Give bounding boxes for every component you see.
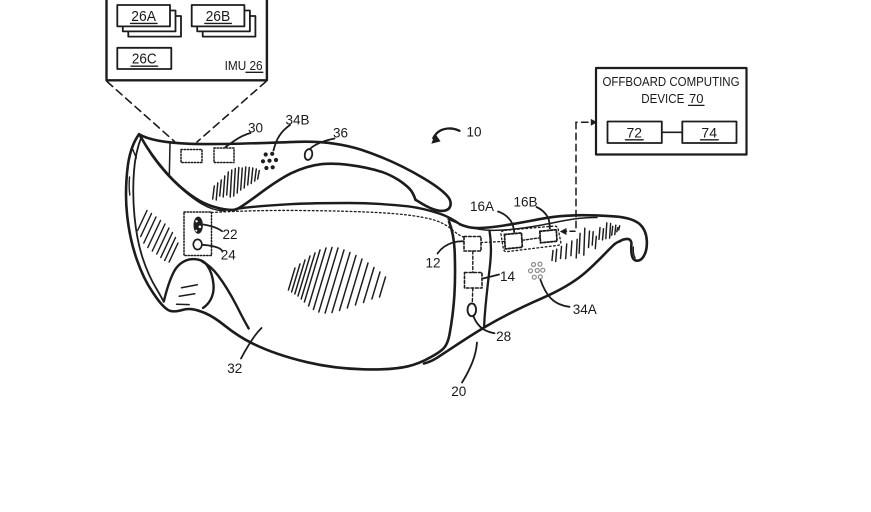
svg-text:20: 20: [451, 384, 466, 399]
svg-text:10: 10: [466, 125, 481, 140]
svg-text:34A: 34A: [573, 302, 597, 317]
svg-text:36: 36: [333, 126, 348, 141]
svg-text:OFFBOARD COMPUTING: OFFBOARD COMPUTING: [603, 75, 740, 89]
svg-text:26A: 26A: [131, 8, 156, 25]
svg-text:34B: 34B: [285, 112, 309, 127]
svg-text:72: 72: [627, 124, 643, 140]
svg-text:IMU 26: IMU 26: [225, 58, 263, 73]
svg-text:26B: 26B: [206, 8, 231, 25]
svg-text:DEVICE: DEVICE: [641, 92, 684, 106]
svg-text:16B: 16B: [513, 195, 537, 210]
svg-text:74: 74: [701, 124, 717, 140]
svg-text:24: 24: [221, 248, 237, 263]
svg-text:12: 12: [425, 256, 440, 271]
svg-text:22: 22: [222, 227, 237, 242]
svg-text:14: 14: [500, 269, 516, 284]
svg-text:70: 70: [689, 92, 704, 106]
svg-text:16A: 16A: [470, 199, 494, 214]
svg-text:30: 30: [248, 121, 263, 136]
svg-text:28: 28: [496, 329, 511, 344]
svg-text:26C: 26C: [132, 51, 157, 68]
svg-text:32: 32: [227, 361, 242, 376]
